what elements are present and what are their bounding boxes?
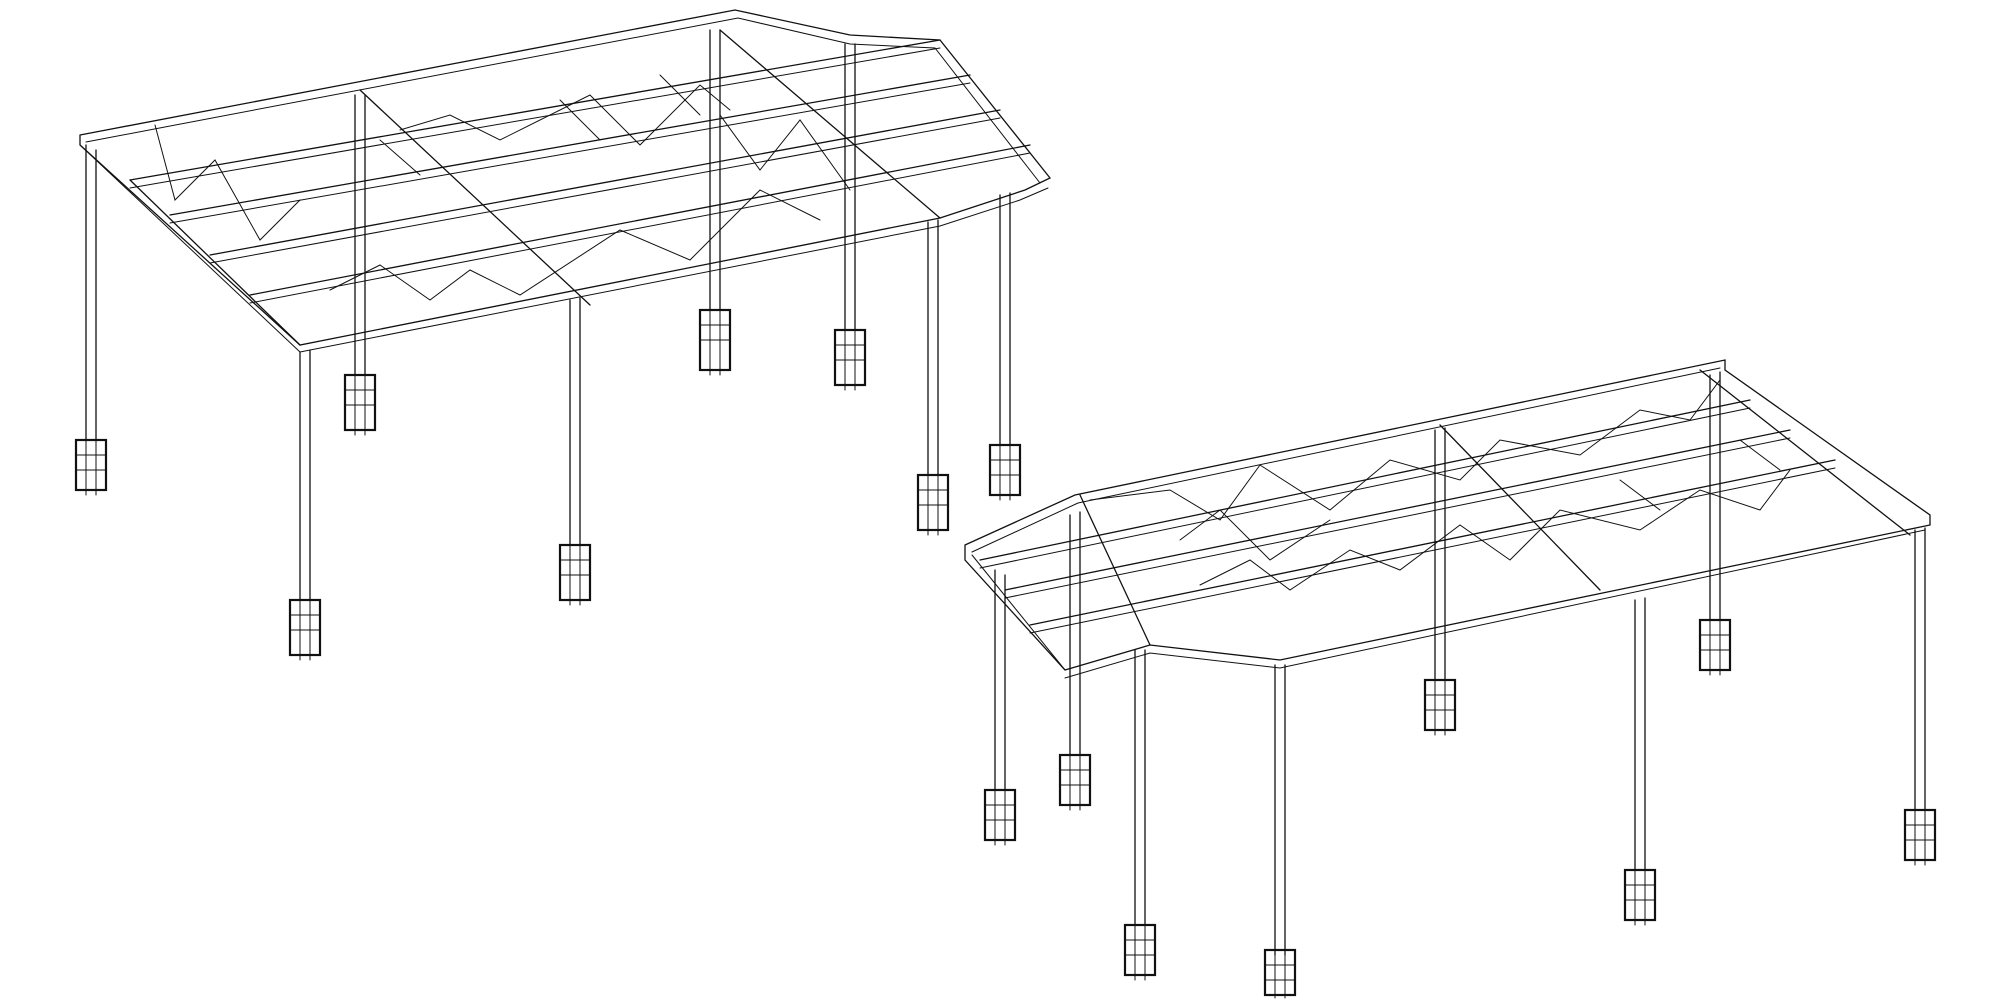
columns [994, 371, 1926, 956]
footing-cages [74, 308, 1022, 661]
footing-cage [988, 443, 1022, 501]
footing-cage [74, 438, 108, 496]
footing-cage [1623, 868, 1657, 926]
footing-cage [698, 308, 732, 376]
roof-purlins [129, 39, 1031, 304]
canopy-frame-right [964, 359, 1937, 999]
footing-cage [1058, 753, 1092, 811]
footing-cage [1423, 678, 1457, 736]
footing-cage [1698, 618, 1732, 676]
footing-cage [288, 598, 322, 661]
columns [85, 29, 1011, 601]
footing-cage [983, 788, 1017, 846]
footing-cage [343, 373, 377, 436]
canopy-frame-left [74, 9, 1052, 661]
footing-cage [1123, 923, 1157, 981]
footing-cage [1903, 808, 1937, 866]
roof-edge-beams [964, 359, 1931, 679]
roof-purlins [979, 399, 1836, 646]
footing-cage [1263, 948, 1297, 999]
roof-edge-beams [79, 9, 1052, 353]
footing-cage [833, 328, 867, 391]
footing-cage [558, 543, 592, 606]
roof-trusses [129, 29, 941, 346]
footing-cages [983, 618, 1937, 999]
roof-trusses [1089, 369, 1911, 591]
footing-cage [916, 473, 950, 536]
